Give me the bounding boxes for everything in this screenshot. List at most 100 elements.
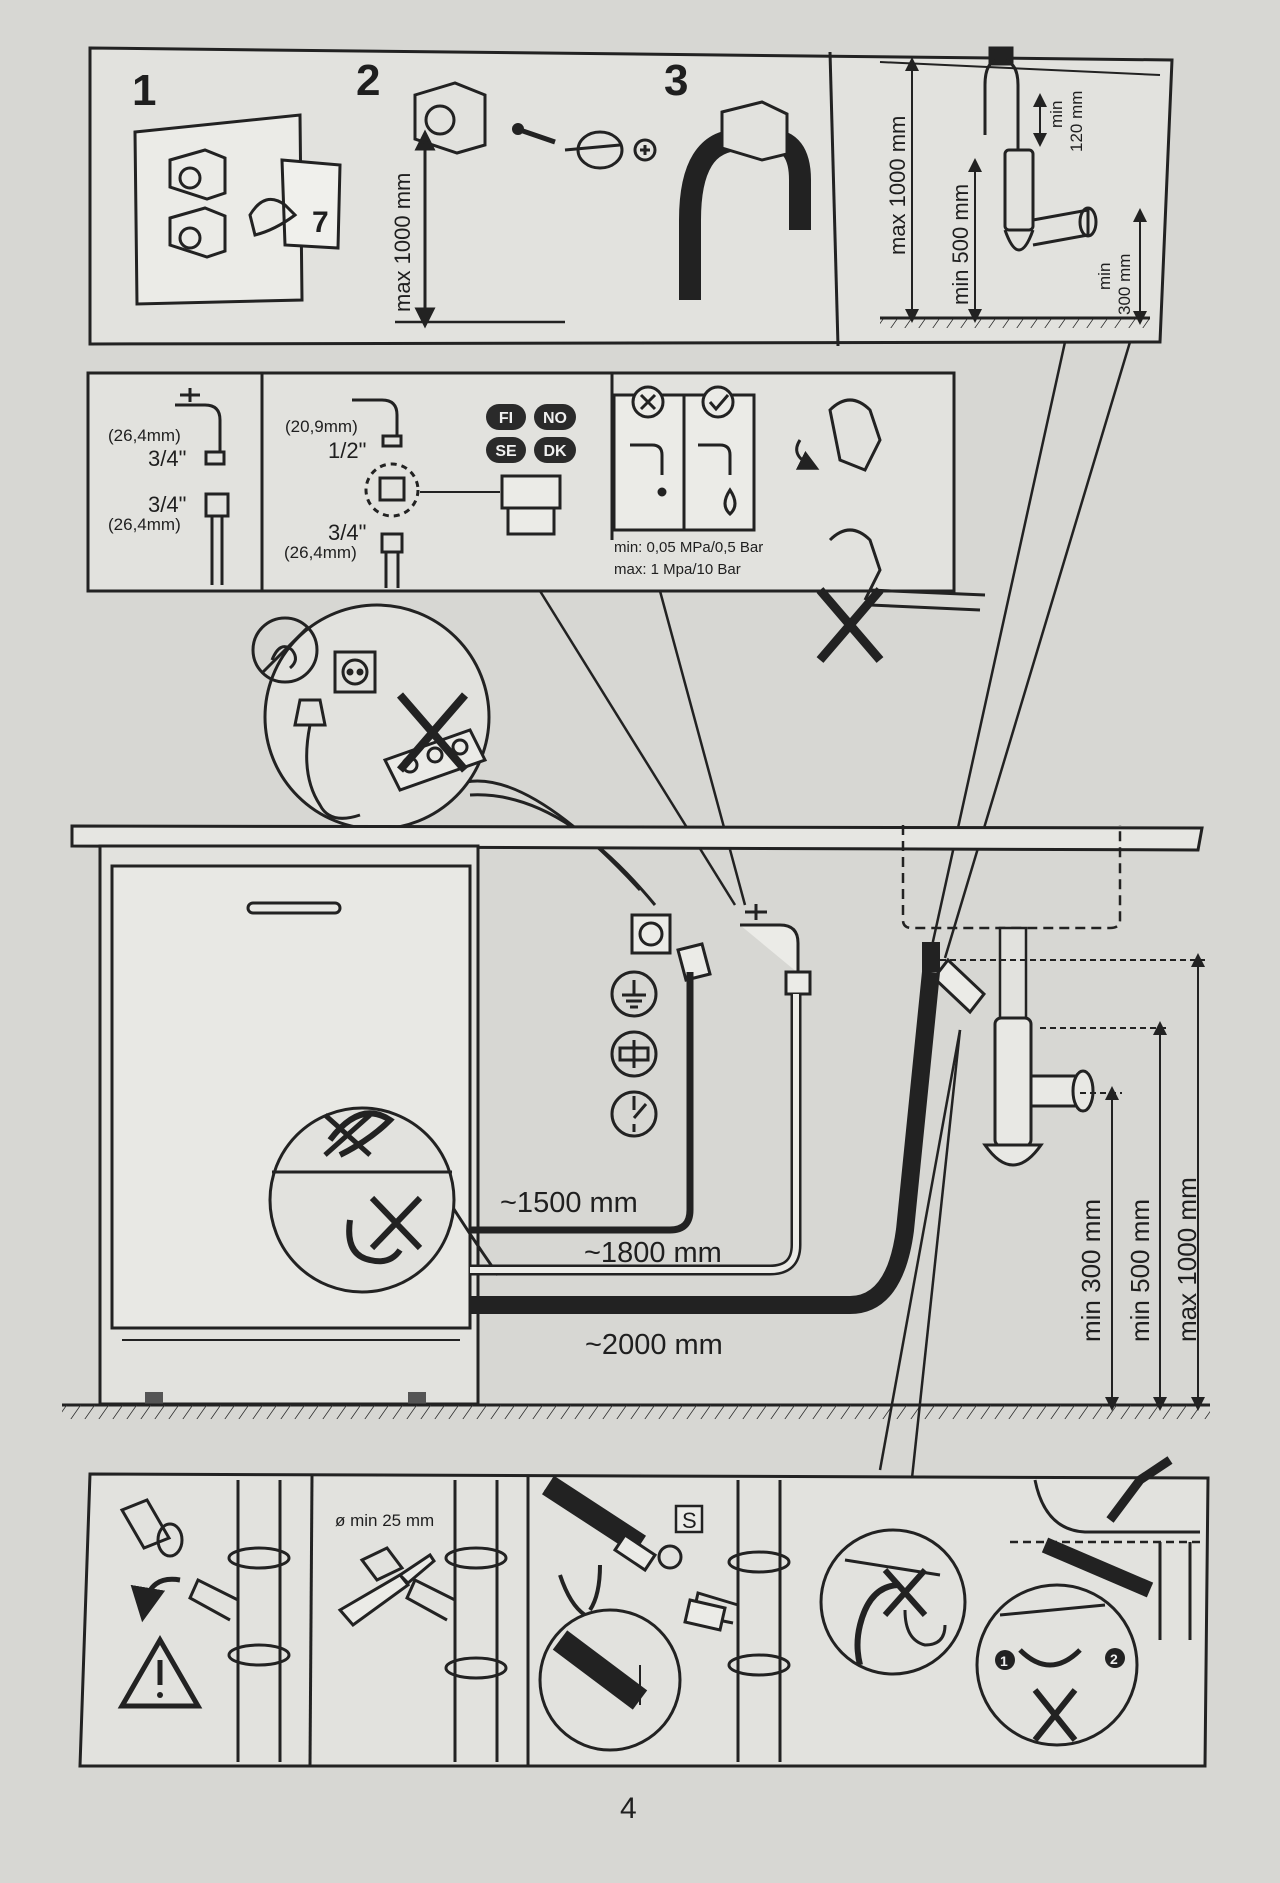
forbidden-cross-icon xyxy=(816,587,884,663)
hose-clip-icon xyxy=(720,100,789,162)
water-tap-icon xyxy=(175,388,226,466)
wall-socket-icon xyxy=(630,913,672,955)
power-socket-callout xyxy=(251,603,657,906)
end-cap-icon xyxy=(359,1546,405,1582)
water-inlet-panel: (26,4mm) 3/4" 3/4" (26,4mm) (20,9mm) 1/2… xyxy=(86,371,986,663)
drain-detail-min300-a: min xyxy=(1095,263,1114,290)
earth-ground-icon xyxy=(610,970,658,1018)
door-handle xyxy=(246,901,342,915)
inlet-d-in: 3/4" xyxy=(328,520,366,545)
correct-check-icon xyxy=(701,385,735,419)
drain-detail-min300-b: 300 mm xyxy=(1115,254,1134,315)
drain-hose-clamp xyxy=(922,942,987,1015)
dim-min-500: min 500 mm xyxy=(1125,1199,1155,1342)
no-wet-hands-icon xyxy=(251,616,319,684)
power-cable xyxy=(470,972,694,1234)
wall-socket-icon xyxy=(333,650,377,694)
forbidden-cross-icon xyxy=(396,692,469,773)
cut-opening-step: ø min 25 mm xyxy=(335,1480,508,1762)
country-badge-no: NO xyxy=(543,410,567,427)
hose-clip-icon xyxy=(168,148,227,259)
step-2-number: 2 xyxy=(356,56,380,105)
mounting-steps-panel: 1 2 3 7 max 1000 mm xyxy=(88,46,1174,347)
warning-triangle-icon xyxy=(117,1634,203,1709)
step-1-number: 1 xyxy=(132,66,156,115)
step-2-max-height: max 1000 mm xyxy=(390,173,415,312)
plug-icon xyxy=(676,942,712,982)
drain-detail-min500: min 500 mm xyxy=(948,184,973,305)
tap-1-2-inch-adapter-option: (20,9mm) 1/2" 3/4" (26,4mm) FI xyxy=(284,398,576,588)
countertop xyxy=(70,824,1204,852)
hose-clip-icon xyxy=(413,81,487,155)
high-flow-tap-icon xyxy=(698,443,737,517)
inlet-a-in: 3/4" xyxy=(148,446,186,471)
drain-hose-length: ~2000 mm xyxy=(585,1329,723,1361)
drain-pipe-icon xyxy=(1158,1542,1192,1640)
drain-detail-max: max 1000 mm xyxy=(885,116,910,255)
floor xyxy=(62,1405,1210,1419)
siphon-icon xyxy=(1003,148,1098,252)
clamp-fitting-icon xyxy=(683,1598,727,1632)
hose-connector-icon xyxy=(204,492,230,585)
height-dimensions: min 300 mm min 500 mm max 1000 mm xyxy=(940,953,1205,1411)
adjustable-foot xyxy=(408,1392,426,1404)
screw-icon xyxy=(512,123,556,145)
correct-routing-illustration: 1 2 xyxy=(975,1456,1200,1747)
sink-basin xyxy=(901,825,1122,930)
drain-height-detail: max 1000 mm min 500 mm min 120 mm min 30… xyxy=(879,46,1161,328)
wrong-cross-icon xyxy=(631,385,665,419)
knife-icon xyxy=(337,1552,436,1628)
remove-arrow-icon xyxy=(130,1576,181,1623)
forbidden-cross-icon xyxy=(1032,1688,1078,1742)
low-flow-tap-icon xyxy=(630,443,667,497)
routing-number-2: 2 xyxy=(1110,1651,1118,1667)
inlet-b-in: 3/4" xyxy=(148,492,186,517)
inlet-b-mm: (26,4mm) xyxy=(108,515,181,534)
dim-max-1000: max 1000 mm xyxy=(1172,1177,1202,1342)
pliers-detail-callout xyxy=(538,1564,682,1752)
adjustable-foot xyxy=(145,1392,163,1404)
water-tap-icon xyxy=(352,398,403,448)
installation-scene: ~1500 mm ~1800 mm ~2000 mm min 300 mm mi… xyxy=(62,341,1210,1479)
forbidden-cross-icon xyxy=(369,1195,423,1251)
drain-detail-min120-b: 120 mm xyxy=(1067,91,1086,152)
fuse-icon xyxy=(610,1030,658,1078)
diameter-label: ø min 25 mm xyxy=(335,1511,434,1530)
step-3-number: 3 xyxy=(664,56,688,105)
drain-hose xyxy=(470,971,938,1312)
inlet-d-mm: (26,4mm) xyxy=(284,543,357,562)
drain-hose-hook-icon xyxy=(983,46,1020,150)
country-badge-se: SE xyxy=(495,443,517,460)
hose-connector-icon xyxy=(380,532,404,588)
tap-handling-illustration xyxy=(795,398,986,663)
hose-kink-warning-callout xyxy=(268,1106,500,1294)
adapter-icon xyxy=(378,476,406,502)
routing-number-1: 1 xyxy=(1000,1653,1008,1669)
country-badge-dk: DK xyxy=(543,443,567,460)
step-3-hose-in-clip-illustration xyxy=(679,100,811,300)
s-box-label: S xyxy=(682,1508,697,1533)
s-box xyxy=(674,1504,704,1534)
step-1-page-ref: 7 xyxy=(312,206,329,239)
drain-pipe-icon xyxy=(188,1480,291,1762)
pressure-max: max: 1 Mpa/10 Bar xyxy=(614,561,741,578)
country-badges: FI NO SE DK xyxy=(486,404,576,463)
forbidden-cross-icon xyxy=(882,1568,928,1617)
circuit-switch-icon xyxy=(610,1090,658,1138)
inlet-hose-length: ~1800 mm xyxy=(584,1237,722,1269)
adapter-highlight xyxy=(364,462,420,518)
country-badge-fi: FI xyxy=(499,410,513,427)
inlet-a-mm: (26,4mm) xyxy=(108,426,181,445)
power-cable-length: ~1500 mm xyxy=(500,1187,638,1219)
drain-detail-min120-a: min xyxy=(1047,101,1066,128)
forbidden-cross-icon xyxy=(323,1113,372,1157)
hand-tearing-paper-icon: 7 xyxy=(248,158,342,250)
end-cap-icon xyxy=(119,1498,184,1558)
remove-cap-step xyxy=(117,1480,291,1762)
wrong-routing-callout xyxy=(819,1528,967,1676)
inlet-c-mm: (20,9mm) xyxy=(285,417,358,436)
connect-hose-step: S xyxy=(538,1475,791,1762)
page-number: 4 xyxy=(620,1792,637,1825)
drain-hose-end-icon xyxy=(541,1475,658,1573)
adapter-enlarged-icon xyxy=(500,474,562,536)
